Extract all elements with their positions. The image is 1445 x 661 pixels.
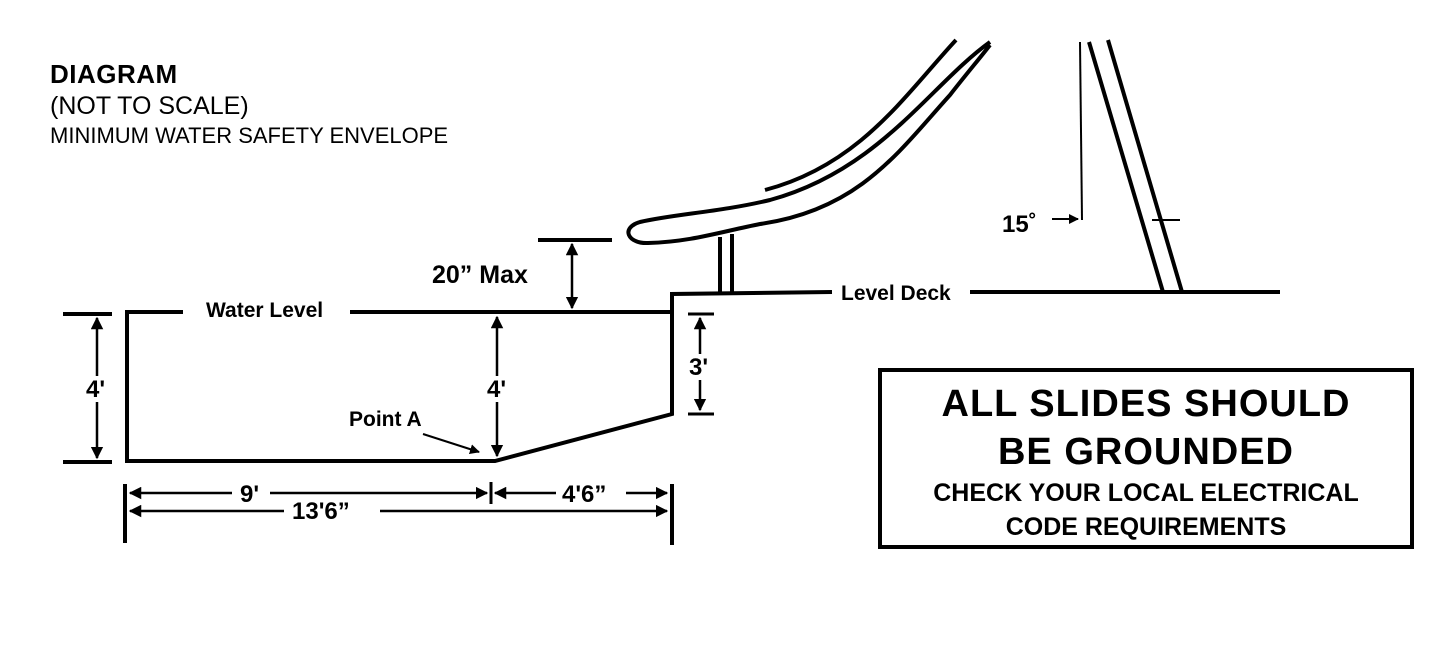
depth-right-label: 3' bbox=[689, 354, 708, 381]
water-level-label: Water Level bbox=[206, 299, 323, 322]
angle-label: 15˚ bbox=[1002, 211, 1037, 238]
diagram-heading: DIAGRAM (NOT TO SCALE) MINIMUM WATER SAF… bbox=[50, 58, 448, 150]
diagram-subtitle: (NOT TO SCALE) bbox=[50, 92, 249, 120]
angle-reference-line bbox=[1079, 41, 1083, 221]
depth-left-label: 4' bbox=[86, 376, 105, 403]
pool-outline bbox=[125, 290, 833, 463]
notice-line-1: ALL SLIDES SHOULD bbox=[941, 383, 1351, 425]
grounding-notice-box: ALL SLIDES SHOULD BE GROUNDED CHECK YOUR… bbox=[878, 368, 1414, 549]
point-a-label: Point A bbox=[349, 408, 422, 431]
level-deck-label: Level Deck bbox=[841, 282, 951, 305]
diagram-caption: MINIMUM WATER SAFETY ENVELOPE bbox=[50, 123, 449, 148]
ladder-rail-left bbox=[1087, 41, 1165, 293]
dim-slope-label: 4'6” bbox=[562, 481, 606, 508]
notice-line-3: CHECK YOUR LOCAL ELECTRICAL bbox=[933, 479, 1359, 507]
point-a-arrow bbox=[422, 433, 480, 455]
ladder-rail-right bbox=[1106, 39, 1184, 293]
dim-total-label: 13'6” bbox=[292, 498, 350, 525]
slide-chute bbox=[626, 40, 992, 246]
diagram-title: DIAGRAM bbox=[50, 59, 178, 89]
dim-flat-label: 9' bbox=[240, 481, 259, 508]
notice-line-4: CODE REQUIREMENTS bbox=[1005, 513, 1287, 541]
slide-chute-inner bbox=[764, 38, 958, 192]
notice-line-2: BE GROUNDED bbox=[997, 431, 1295, 473]
depth-center-label: 4' bbox=[487, 376, 506, 403]
slide-height-label: 20” Max bbox=[432, 261, 528, 289]
